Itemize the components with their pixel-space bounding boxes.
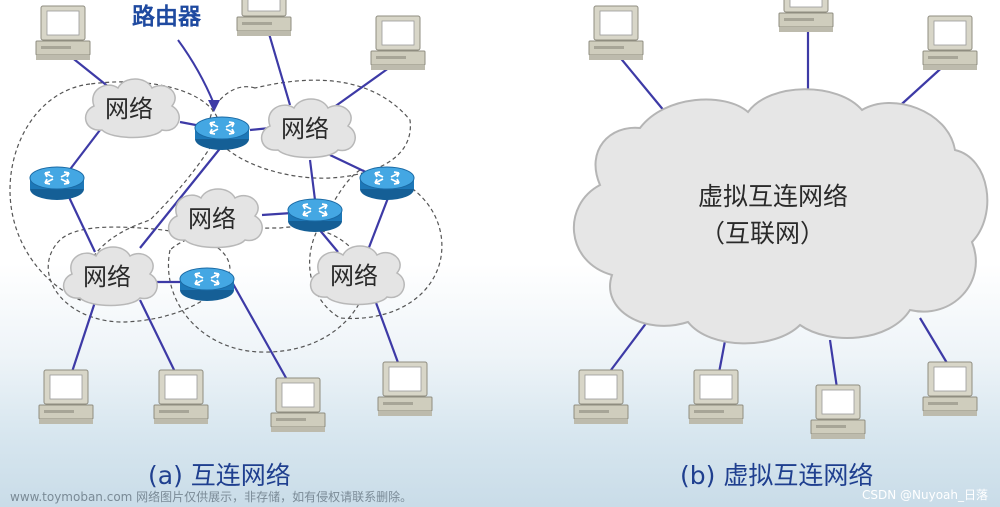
- computer-icon: [236, 0, 292, 37]
- computer-icon: [153, 369, 209, 425]
- computer-icon: [810, 384, 866, 440]
- router-callout-arrow: [177, 39, 220, 112]
- network-label: 网络: [83, 263, 131, 291]
- computer-icon: [688, 369, 744, 425]
- computer-icon: [922, 361, 978, 417]
- network-label: 网络: [281, 115, 329, 143]
- router-icon: [194, 116, 250, 151]
- router-icon: [287, 198, 343, 233]
- caption-right: (b) 虚拟互连网络: [680, 461, 873, 490]
- computer-icon: [270, 377, 326, 433]
- computer-icon: [35, 5, 91, 61]
- computer-icon: [778, 0, 834, 33]
- virtual-network-subtitle: （互联网）: [700, 219, 825, 248]
- router-icon: [29, 166, 85, 201]
- watermark-right: CSDN @Nuyoah_日落: [861, 488, 988, 502]
- virtual-network-title: 虚拟互连网络: [698, 182, 848, 211]
- caption-left: (a) 互连网络: [148, 461, 291, 490]
- computer-icon: [370, 15, 426, 71]
- virtual-internet-cloud: [572, 88, 989, 345]
- computer-icon: [588, 5, 644, 61]
- router-callout-label: 路由器: [132, 3, 202, 30]
- computer-icon: [377, 361, 433, 417]
- network-label: 网络: [105, 95, 153, 123]
- router-icon: [179, 267, 235, 302]
- router-icon: [359, 166, 415, 201]
- computer-icon: [573, 369, 629, 425]
- network-label: 网络: [330, 262, 378, 290]
- computer-icon: [922, 15, 978, 71]
- computer-icon: [38, 369, 94, 425]
- network-label: 网络: [188, 205, 236, 233]
- watermark-left: www.toymoban.com 网络图片仅供展示，非存储，如有侵权请联系删除。: [10, 490, 413, 504]
